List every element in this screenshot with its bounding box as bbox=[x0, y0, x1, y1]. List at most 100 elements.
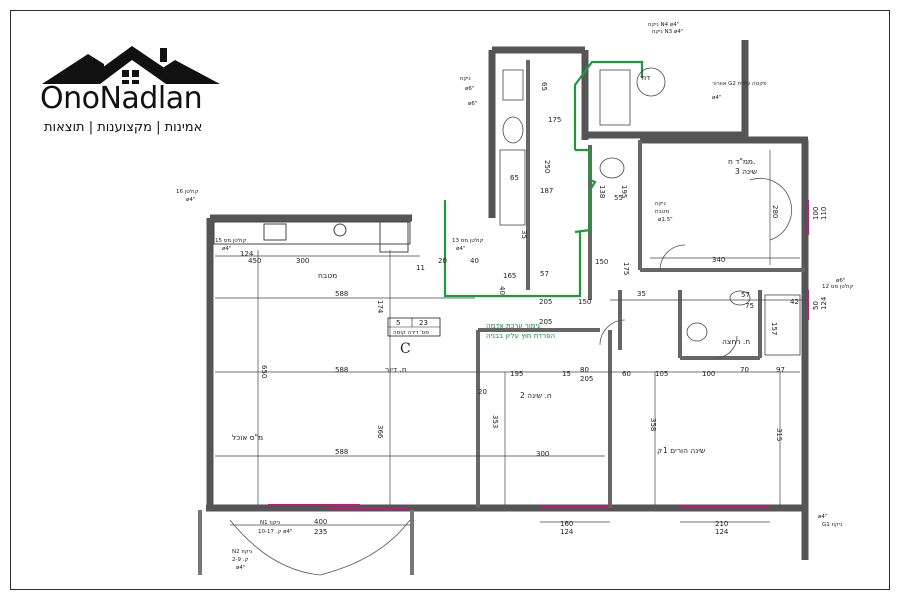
dimension-label: 175 bbox=[548, 116, 561, 124]
dimension-label: ø4" bbox=[186, 197, 195, 203]
dimension-label: 174 bbox=[376, 300, 384, 314]
dimension-label: 450 bbox=[248, 257, 261, 265]
dimension-label: 124 bbox=[560, 528, 574, 536]
dimension-label: 124 bbox=[715, 528, 729, 536]
dimension-label: 15 bbox=[562, 370, 571, 378]
room-dining: מ"ס אוכל bbox=[232, 433, 263, 442]
dimension-label: ø1.5" bbox=[658, 217, 673, 223]
apartment-id-box: 5 23 מס' דירה קומה bbox=[387, 317, 441, 337]
exterior-walls bbox=[206, 40, 809, 560]
dimension-label: 400 bbox=[314, 518, 327, 526]
outer-frame bbox=[10, 10, 890, 590]
dimension-label: 65 bbox=[510, 174, 519, 182]
dimension-label: 57 bbox=[540, 270, 549, 278]
dimension-label: 105 bbox=[655, 370, 668, 378]
dimension-label: 358 bbox=[649, 418, 657, 431]
dimension-label: 10-17 .ק ø4" bbox=[258, 529, 293, 535]
room-storage: דוד bbox=[640, 73, 650, 82]
kitchen-counter bbox=[213, 221, 411, 253]
dimension-label: 353 bbox=[491, 415, 499, 428]
dimension-label: 300 bbox=[296, 257, 309, 265]
dimension-label: 235 bbox=[314, 528, 327, 536]
dimension-label: 16 קולטן bbox=[176, 188, 198, 195]
apt-num-1: 5 bbox=[396, 319, 400, 327]
dimension-label: ø4" bbox=[236, 565, 245, 571]
dimension-label: 20 bbox=[478, 388, 487, 396]
apartment-letter: C bbox=[400, 341, 411, 357]
dimension-label: 187 bbox=[540, 187, 553, 195]
dimension-label: 366 bbox=[376, 425, 384, 439]
dimension-label: 57 bbox=[741, 291, 750, 299]
room-living: ח. דיור bbox=[385, 365, 407, 374]
house-roof-icon bbox=[42, 46, 220, 84]
dimension-label: 12 קולטן מס bbox=[822, 283, 853, 290]
dimension-label: 50 bbox=[812, 301, 820, 310]
green-boundary bbox=[443, 60, 644, 298]
dimension-label: 150 bbox=[595, 258, 608, 266]
dimension-label: 20 bbox=[438, 257, 447, 265]
dimension-label: ניקוז bbox=[460, 76, 471, 82]
dimension-label: 340 bbox=[712, 256, 725, 264]
dimension-label: 205 bbox=[539, 298, 552, 306]
dimension-label: 80 bbox=[580, 366, 589, 374]
dimension-label: 195 bbox=[510, 370, 523, 378]
dimension-label: 280 bbox=[771, 205, 779, 218]
dimension-label: 75 bbox=[745, 302, 754, 310]
dimension-label: מטבח bbox=[655, 209, 669, 215]
interior-walls bbox=[476, 60, 805, 508]
dimension-label: 70 bbox=[740, 366, 749, 374]
dimension-label: ø6" bbox=[465, 86, 474, 92]
dimension-label: 100 bbox=[702, 370, 715, 378]
room-bedroom-3-l2: שינה 3 bbox=[735, 167, 757, 176]
dimension-label: 300 bbox=[536, 450, 549, 458]
dimension-label: 588 bbox=[335, 448, 348, 456]
dimension-label: ø6" bbox=[836, 278, 845, 284]
dimension-label: 315 bbox=[775, 428, 783, 441]
windows bbox=[268, 200, 809, 509]
green-note-line1: גימור ערכת אדמה bbox=[486, 322, 540, 330]
apt-labels: מס' דירה קומה bbox=[393, 330, 429, 336]
room-master: שינה הורים 1 bbox=[663, 446, 705, 455]
dimension-label: 588 bbox=[335, 290, 348, 298]
dimension-label: ניקוז bbox=[655, 201, 666, 207]
dimension-label: 210 bbox=[715, 520, 728, 528]
dimension-label: 250 bbox=[543, 160, 551, 173]
dimension-label: 65 bbox=[540, 82, 548, 91]
dimension-label: 157 bbox=[770, 322, 778, 335]
room-bath: ח. רחצה bbox=[722, 337, 750, 346]
bathroom-fixtures bbox=[499, 67, 801, 356]
dimension-label: 124 bbox=[240, 250, 254, 258]
dimension-label: 2-9 .ק bbox=[232, 557, 248, 563]
dimension-label: 205 bbox=[580, 375, 593, 383]
dimension-label: ø4" bbox=[818, 514, 827, 520]
dimension-label: ø4" bbox=[222, 246, 231, 252]
room-bedroom-2: ח. שינה 2 bbox=[520, 391, 552, 400]
dimension-label: 124 bbox=[820, 296, 828, 310]
green-note-line2: הפרדת חוץ עליון בבניה bbox=[486, 332, 555, 340]
dimension-label: 205 bbox=[539, 318, 552, 326]
dimension-label: 138 bbox=[598, 185, 606, 198]
dimension-label: 35 bbox=[637, 290, 646, 298]
room-kitchen: מטבח bbox=[318, 271, 337, 280]
balcony-rails bbox=[198, 510, 414, 575]
dimension-values: 450 300 124 588 588 588 650 174 366 400 … bbox=[240, 82, 828, 536]
dimension-label: 150 bbox=[578, 298, 591, 306]
dimension-label: ניקוז N3 ø4" bbox=[652, 29, 683, 35]
dimension-label: 160 bbox=[560, 520, 573, 528]
dimension-label: ø4" bbox=[712, 95, 721, 101]
dimension-label: 60 bbox=[622, 370, 631, 378]
dimension-label: אוורור G2 פקטה עילית bbox=[712, 80, 767, 87]
dimension-label: N1 ניקוז bbox=[260, 520, 280, 526]
brand-name: OnoNadlan bbox=[40, 81, 203, 116]
dimension-label: 11 bbox=[416, 264, 425, 272]
dimension-label: 42 bbox=[790, 298, 799, 306]
dimension-label: G1 ניקוז bbox=[822, 522, 842, 528]
room-bedroom-3-l1: ממ"ד ח. bbox=[728, 157, 755, 166]
dimension-label: 40 bbox=[470, 257, 479, 265]
dimension-lines bbox=[215, 150, 805, 526]
dimension-label: 175 bbox=[622, 262, 630, 275]
room-labels: מטבח ח. דיור מ"ס אוכל ח. שינה 2 ממ"ד ח. … bbox=[232, 73, 757, 455]
pipe-annotations: ניקוז N3 ø4" ניקוז N4 ø4" ניקוז ø6" ø6" … bbox=[176, 22, 853, 571]
doors bbox=[229, 177, 793, 576]
